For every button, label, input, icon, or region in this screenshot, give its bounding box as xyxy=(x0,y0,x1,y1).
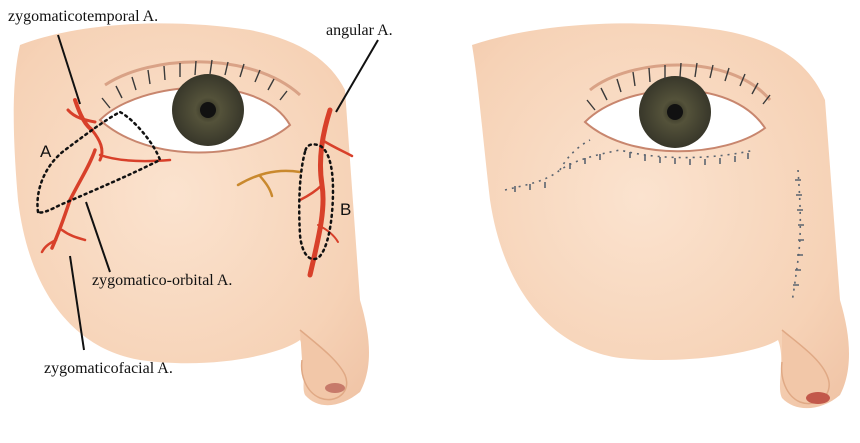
label-zygomaticofacial: zygomaticofacial A. xyxy=(44,360,173,378)
left-nostril xyxy=(325,383,345,393)
right-nostril xyxy=(806,392,830,404)
label-zygomaticotemporal: zygomaticotemporal A. xyxy=(8,8,158,26)
label-region-a: A xyxy=(40,142,51,162)
right-panel xyxy=(472,23,849,408)
label-region-b: B xyxy=(340,200,351,220)
label-angular: angular A. xyxy=(326,22,393,40)
left-pupil xyxy=(200,102,216,118)
right-pupil xyxy=(667,104,683,120)
label-zygomatico-orbital: zygomatico-orbital A. xyxy=(92,272,232,290)
left-panel xyxy=(14,23,378,405)
